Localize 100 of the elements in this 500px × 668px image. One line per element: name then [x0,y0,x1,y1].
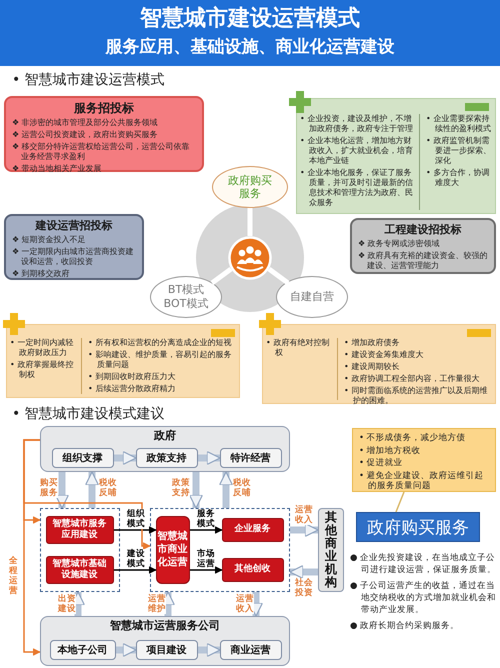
edge-label: 运营维护 [148,594,166,614]
bullet-text: ❖ 政府具有充裕的建设资金、较强的建设、运营管理能力 [358,251,488,271]
edge-label: 政策支持 [172,478,190,498]
arrow [289,564,318,580]
arrow [198,450,221,466]
people-icon [228,236,272,280]
edge-label: 税收反哺 [99,478,117,498]
arrow [114,566,156,574]
bullet-text: • 政府协调工程全部内容，工作量很大 [344,374,480,384]
edge-label: 全程运营 [9,556,19,596]
bullet-text: ● 子公司运营产生的收益，通过在当地交纳税收的方式增加就业机会和带动产业发展。 [350,580,496,616]
card-title: 建设运营招投标 [36,219,112,233]
callout-note [352,428,496,492]
page-title: 智慧城市建设运营模式 [140,5,360,33]
edge-label: 建设模式 [127,549,145,569]
leader-line [395,492,405,512]
oval-bubble [150,276,222,318]
edge-label: 运营收入 [295,505,313,525]
edge-label: 服务模式 [197,509,215,529]
bullet-text: ❖ 运营公司投资建设，政府出资购买服务 [12,130,158,140]
arrow [190,526,222,534]
arrow [190,566,222,574]
bullet-text: • 同时需面临系统的运营推广以及后期维护的困难。 [344,386,488,406]
page-subtitle: 服务应用、基础设施、商业化运营建设 [106,36,394,58]
group-title: 政府 [154,429,176,443]
step-box: 本地子公司 [50,640,116,660]
edge-label: 运营收入 [236,594,254,614]
arrow [188,472,204,509]
bullet-text: • 建设周期较长 [344,362,400,372]
bullet-text: • 所有权和运营权的分离造成企业的短视 [88,338,232,348]
bullet-text: ❖ 一定期限内由城市运营商投资建设和运营，收回投资 [12,247,135,267]
group-panel [40,426,290,472]
edge-label: 购买服务 [40,478,58,498]
bullet-text: • 一定时间内减轻政府财政压力 [10,338,74,358]
node-text: 政府购买服务 [227,174,273,200]
module-box: 企业服务 [222,518,284,542]
bullet-text: • 企业本地化服务，保证了服务质量，并可及时引进最新的信息技术和管理方法为政府、民众服务 [300,168,414,208]
step-box: 特许经营 [220,448,282,468]
bullet-text: • 政府有绝对控制权 [266,338,330,358]
bullet-text: • 促进就业 [359,458,403,468]
bullet-text: • 政府掌握最终控制权 [10,360,74,380]
step-box: 政策支持 [136,448,198,468]
bullet-text: • 后续运营分散政府精力 [88,384,176,394]
oval-bubble: 自建自营 [276,276,348,318]
arrow [290,522,319,538]
bullet-text: ❖ 移交部分特许运营权给运营公司，运营公司依靠业务经营寻求盈利 [12,142,191,162]
bullet-text: • 到期回收时政府压力大 [88,372,176,382]
bullet-text: ● 政府长期合约采购服务。 [350,620,460,632]
step-box: 商业运营 [220,640,282,660]
arrow [218,471,234,508]
spoke-line [248,208,252,236]
step-box: 组织支撑 [52,448,114,468]
step-box: 项目建设 [136,640,198,660]
bullet-text: • 企业本地化运营，增加地方财政收入，扩大就业机会，培育本地产业链 [300,136,414,166]
bullet-text: ❖ 短期资金投入不足 [12,235,86,245]
arrow [84,471,100,508]
side-box: 其他商业机构 [318,508,344,592]
section-heading: • 智慧城市建设模式建议 [12,405,165,423]
bullet-text: ❖ 政务专网或涉密领域 [358,239,440,249]
card-title: 服务招投标 [74,101,134,116]
dashed-frame [40,508,120,592]
pros-column [10,338,82,394]
arrow [116,642,137,658]
bullet-text: • 影响建设、维护质量，容易引起的服务质量问题 [88,350,232,370]
edge-label: 组织模式 [127,509,145,529]
bullet-text: • 企业投资，建设及维护，不增加政府债务，政府专注于管理 [300,114,414,134]
edge-label: 社会投资 [295,578,313,598]
bullet-text: • 企业需要探索持续性的盈利模式 [426,114,492,134]
edge-label: 市场运营 [197,549,215,569]
arrow [54,472,70,509]
arrow [114,450,137,466]
bid-card [350,218,496,274]
edge-label: 税收反哺 [233,478,251,498]
module-box: 智慧城市商业化运营 [156,516,190,584]
bubble-text: BT模式 [168,283,204,297]
bullet-text: • 增加政府债务 [344,338,400,348]
pros-column [266,338,338,400]
group-title: 智慧城市运营服务公司 [110,619,220,633]
module-box: 智慧城市服务应用建设 [46,516,114,544]
arrow [23,439,150,550]
bullet-text: ❖ 到期移交政府 [12,269,70,279]
section-heading: • 智慧城市建设运营模式 [12,71,165,89]
bullet-text: • 建设资金筹集难度大 [344,350,424,360]
bullet-text: ❖ 带动当地相关产业发展 [12,164,102,174]
arrow [114,526,156,534]
card-title: 工程建设招投标 [384,223,462,237]
bullet-text: • 增加地方税收 [359,446,421,456]
bid-card [4,214,144,280]
bullet-text: • 避免企业建设、政府运维引起的服务质量问题 [359,470,485,492]
bullet-text: ❖ 非涉密的城市管理及部分公共服务领域 [12,118,158,128]
dashed-frame [150,508,290,592]
spoke-line [210,266,232,286]
bullet-text: • 不形成债务，减少地方债 [359,433,466,444]
module-box: 其他创收 [222,558,284,582]
spoke-line [268,266,290,286]
pros-column [300,114,420,210]
bubble-text: BOT模式 [164,297,208,311]
bid-card [4,96,204,172]
arrow [198,642,221,658]
module-box: 智慧城市基础设施建设 [46,556,114,584]
